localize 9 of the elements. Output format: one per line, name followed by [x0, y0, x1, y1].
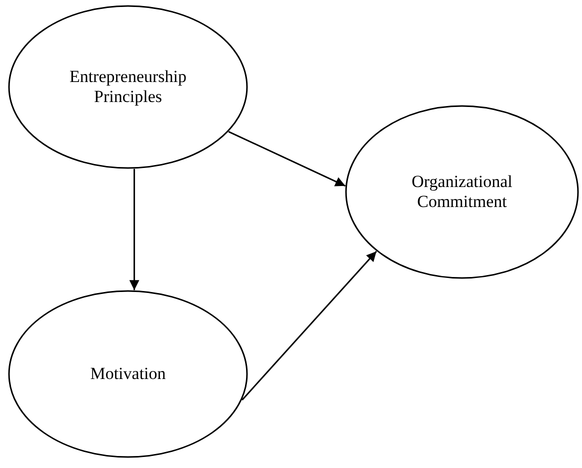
arrow	[242, 250, 377, 400]
arrow	[228, 130, 346, 187]
node-label: Entrepreneurship Principles	[68, 67, 188, 107]
ellipse-node	[8, 290, 248, 458]
ellipse-node	[345, 105, 579, 279]
arrow	[129, 168, 140, 290]
node-label: Organizational Commitment	[410, 172, 514, 212]
ellipse-node	[8, 5, 248, 169]
node-label: Motivation	[90, 364, 166, 384]
